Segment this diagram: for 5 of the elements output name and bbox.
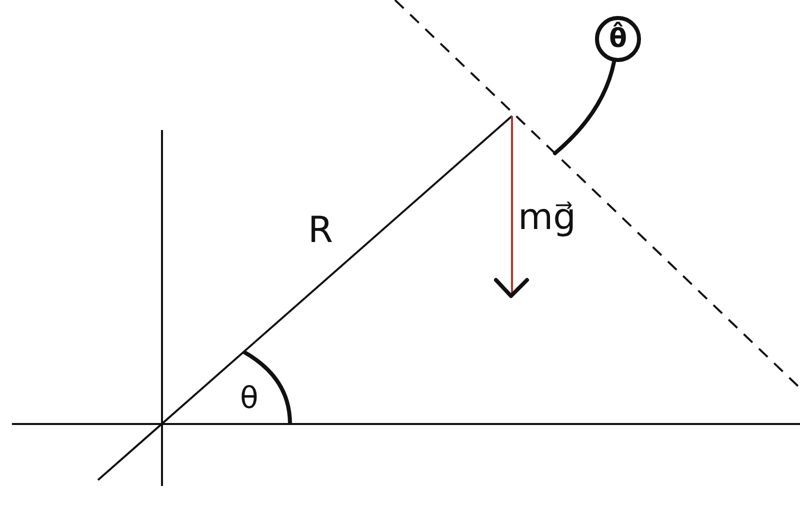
radius-label: R — [308, 213, 334, 249]
angle-label: θ — [240, 384, 258, 414]
force-label: mg⃗ — [518, 200, 576, 236]
leader-line — [552, 60, 616, 156]
tangent-line — [394, 0, 800, 389]
